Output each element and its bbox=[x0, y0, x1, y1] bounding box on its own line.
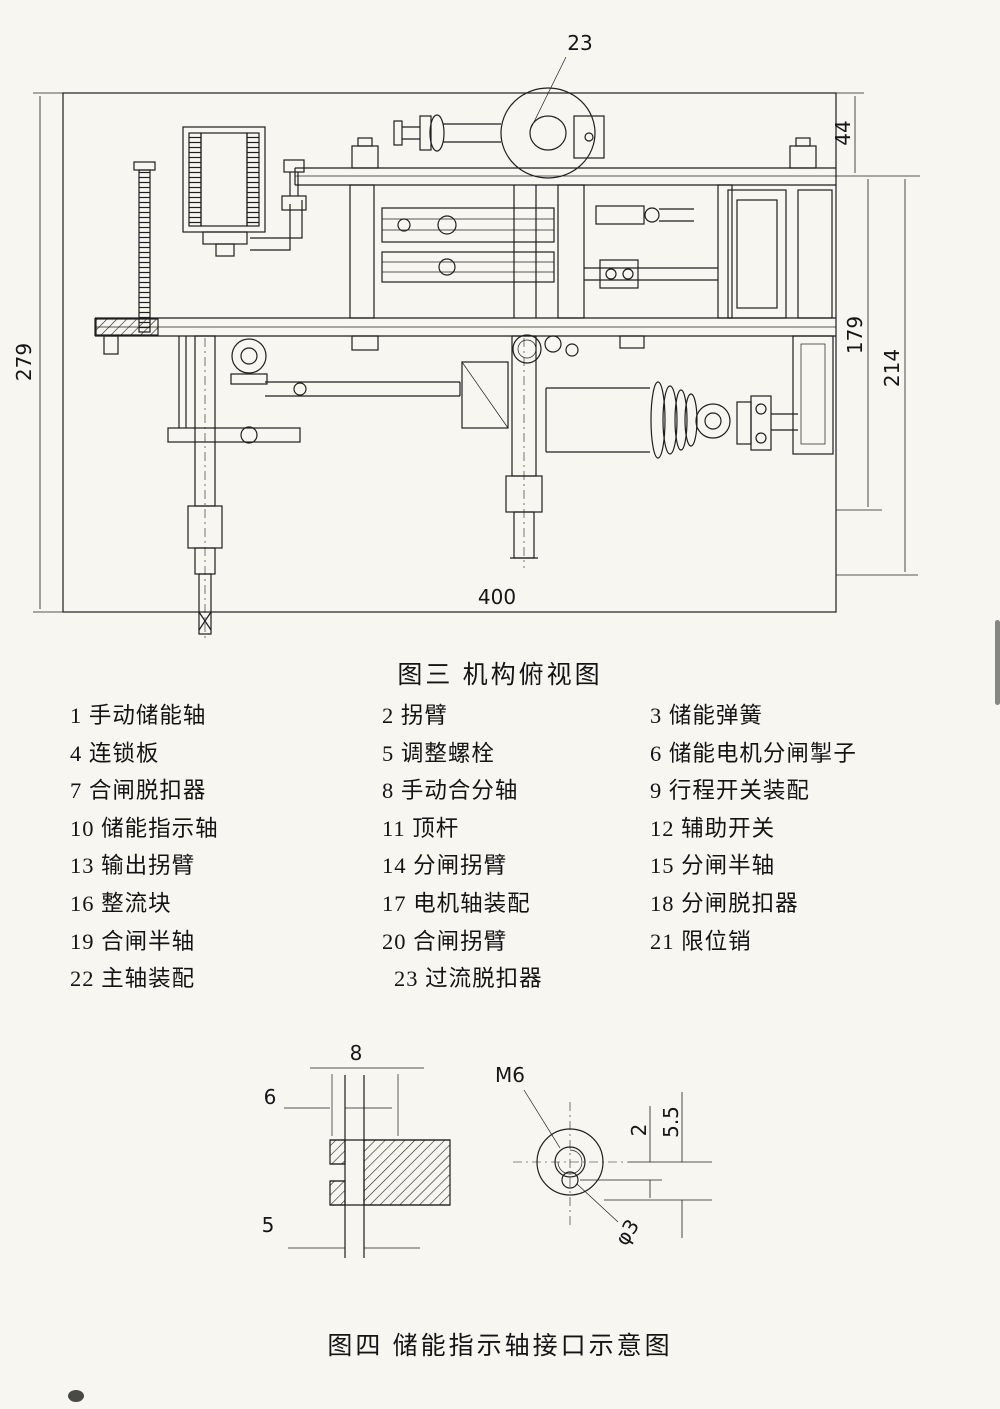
scan-smudge bbox=[995, 620, 1000, 705]
scan-smudge bbox=[68, 1390, 84, 1402]
shaft-section-view: 8 6 5 bbox=[262, 1041, 451, 1258]
dim-279: 279 bbox=[12, 343, 36, 381]
part-item-22: 22 主轴装配 bbox=[70, 966, 196, 992]
parts-column-1: 1 手动储能轴 4 连锁板 7 合闸脱扣器 10 储能指示轴 13 输出拐臂 1… bbox=[70, 697, 382, 998]
parts-list: 1 手动储能轴 4 连锁板 7 合闸脱扣器 10 储能指示轴 13 输出拐臂 1… bbox=[0, 697, 1000, 998]
dim-5-5: 5.5 bbox=[659, 1106, 683, 1138]
dim-8: 8 bbox=[350, 1041, 363, 1065]
part-item-1: 1 手动储能轴 bbox=[70, 703, 207, 728]
coil-block bbox=[182, 126, 303, 257]
part-item-5: 5 调整螺栓 bbox=[382, 740, 495, 766]
dim-44: 44 bbox=[831, 120, 855, 145]
part-item-4: 4 连锁板 bbox=[70, 740, 160, 766]
part-item-14: 14 分闸拐臂 bbox=[382, 853, 508, 879]
part-item-23: 23 过流脱扣器 bbox=[394, 966, 543, 992]
figure4-interface-drawing: 8 6 5 M6 2 bbox=[262, 1041, 712, 1258]
dim-6: 6 bbox=[264, 1085, 277, 1109]
part-item-11: 11 顶杆 bbox=[382, 815, 460, 841]
parts-column-3: 3 储能弹簧 6 储能电机分闸掣子 9 行程开关装配 12 辅助开关 15 分闸… bbox=[650, 697, 1000, 998]
manual-energy-storage-shaft bbox=[167, 335, 461, 640]
part-item-15: 15 分闸半轴 bbox=[650, 853, 776, 879]
part-item-17: 17 电机轴装配 bbox=[382, 890, 531, 916]
part-item-20: 20 合闸拐臂 bbox=[382, 928, 508, 954]
parts-column-2: 2 拐臂 5 调整螺栓 8 手动合分轴 11 顶杆 14 分闸拐臂 17 电机轴… bbox=[382, 697, 650, 998]
figure4-caption: 图四 储能指示轴接口示意图 bbox=[327, 1333, 673, 1360]
part-item-10: 10 储能指示轴 bbox=[70, 815, 219, 841]
dim-5: 5 bbox=[262, 1213, 275, 1237]
main-shaft-assembly bbox=[461, 334, 579, 568]
dim-400: 400 bbox=[478, 585, 516, 609]
figure3-caption: 图三 机构俯视图 bbox=[397, 662, 603, 689]
shaft-end-view: M6 2 5.5 φ3 bbox=[495, 1063, 712, 1250]
part-item-18: 18 分闸脱扣器 bbox=[650, 890, 799, 916]
part-item-7: 7 合闸脱扣器 bbox=[70, 778, 207, 804]
part-item-16: 16 整流块 bbox=[70, 890, 172, 916]
energy-storage-spring bbox=[545, 335, 834, 459]
top-plate bbox=[281, 137, 836, 211]
part-item-12: 12 辅助开关 bbox=[650, 815, 776, 841]
part-item-2: 2 拐臂 bbox=[382, 703, 448, 728]
left-rod bbox=[133, 161, 156, 333]
dim-2: 2 bbox=[627, 1124, 651, 1137]
middle-plate bbox=[94, 317, 836, 355]
part-item-3: 3 储能弹簧 bbox=[650, 703, 763, 728]
overcurrent-release-assembly: 23 bbox=[393, 31, 605, 179]
dim-179: 179 bbox=[843, 316, 867, 354]
part-item-9: 9 行程开关装配 bbox=[650, 778, 810, 804]
part-item-13: 13 输出拐臂 bbox=[70, 853, 196, 879]
part-item-6: 6 储能电机分闸掣子 bbox=[650, 740, 857, 766]
upper-mechanism bbox=[349, 184, 833, 319]
dimension-lines: 400 279 44 179 214 bbox=[12, 92, 920, 613]
figure3-mechanism-drawing: 23 bbox=[12, 31, 920, 640]
dim-callout-23: 23 bbox=[567, 31, 592, 55]
part-item-19: 19 合闸半轴 bbox=[70, 928, 196, 954]
dim-214: 214 bbox=[880, 349, 904, 387]
dim-phi3: φ3 bbox=[610, 1215, 644, 1250]
part-item-21: 21 限位销 bbox=[650, 928, 752, 954]
label-m6: M6 bbox=[495, 1063, 525, 1087]
part-item-8: 8 手动合分轴 bbox=[382, 778, 519, 804]
